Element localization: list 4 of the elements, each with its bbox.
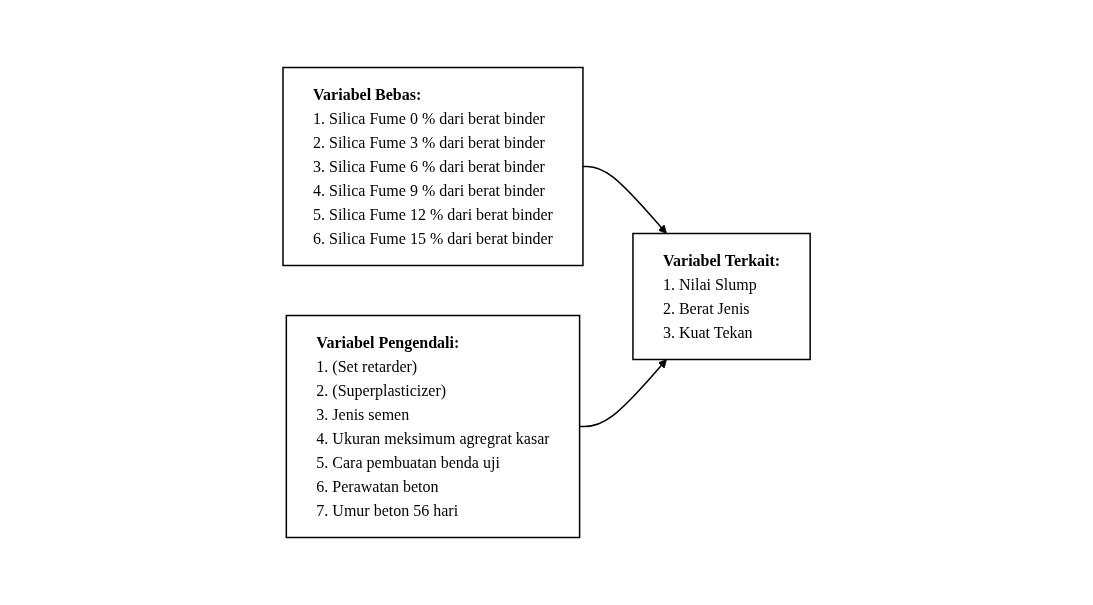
- node-box: Variabel Pengendali: 1. (Set retarder) 2. (Superplasticizer) 3. Jenis semen 4. Ukuran meksimum agregrat kasar 5. Cara pembuatan benda uji 6. Perawatan beton 7. Umur beton 56 hari: [285, 314, 581, 539]
- arrow: [582, 165, 667, 234]
- node-box: Variabel Bebas: 1. Silica Fume 0 % dari berat binder 2. Silica Fume 3 % dari berat binder 3. Silica Fume 6 % dari berat binder 4. Silica Fume 9 % dari berat binder 5. Silica Fume 12 % dari berat binder 6. Silica Fume 15 % dari berat binder: [282, 66, 584, 267]
- node-box: Variabel Terkait: 1. Nilai Slump 2. Berat Jenis 3. Kuat Tekan: [632, 232, 811, 361]
